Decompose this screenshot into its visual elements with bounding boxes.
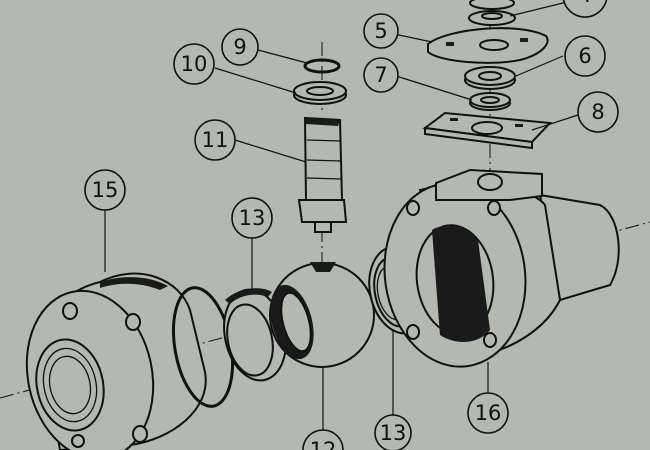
callout-10: 10: [173, 43, 215, 85]
callout-5: 5: [363, 13, 399, 49]
callout-16: 16: [467, 392, 509, 434]
part-stem: [297, 116, 348, 233]
callout-label: 11: [202, 128, 229, 152]
part-end-connector: [25, 272, 207, 450]
callout-12: 12: [302, 429, 344, 450]
callout-13-left: 13: [231, 197, 273, 239]
callout-7: 7: [363, 57, 399, 93]
part-packing: [293, 81, 347, 105]
callout-4: 4: [562, 0, 608, 18]
callout-6: 6: [564, 35, 606, 77]
callout-label: 10: [181, 52, 208, 76]
callout-label: 5: [374, 19, 387, 43]
part-ball: [269, 262, 375, 368]
part-thrust-washer: [469, 92, 511, 111]
part-washer-top: [468, 0, 516, 26]
callout-11: 11: [194, 119, 236, 161]
callout-label: 4: [578, 0, 591, 7]
callout-label: 8: [591, 100, 604, 124]
callout-label: 9: [233, 35, 246, 59]
callout-15: 15: [84, 169, 126, 211]
callout-8: 8: [577, 91, 619, 133]
callout-9: 9: [221, 28, 259, 66]
part-mounting-plate: [422, 111, 553, 150]
leader-lines: [104, 0, 579, 430]
callout-label: 12: [310, 438, 337, 450]
callout-label: 6: [578, 44, 591, 68]
callout-label: 13: [380, 421, 407, 445]
part-lock-ring: [464, 66, 516, 90]
callout-label: 16: [475, 401, 502, 425]
callout-13-right: 13: [374, 414, 412, 450]
part-stop-plate: [427, 27, 549, 64]
callout-label: 15: [92, 178, 119, 202]
callout-label: 7: [374, 63, 387, 87]
part-oring: [303, 58, 341, 74]
callout-label: 13: [239, 206, 266, 230]
part-body: [383, 168, 620, 368]
